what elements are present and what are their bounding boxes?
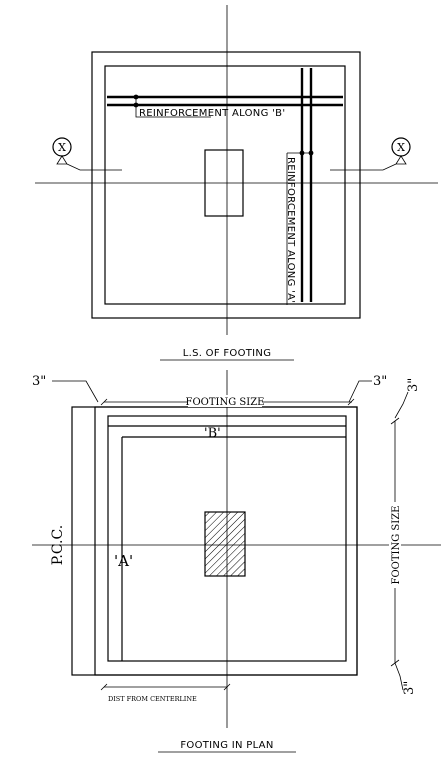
section-marker-left-label: X — [58, 141, 66, 154]
dim-tick-dist-right — [223, 683, 231, 691]
plan-label-b: 'B' — [204, 426, 221, 441]
dim-tick-dist-left — [100, 683, 108, 691]
footing-inner-outline — [104, 65, 346, 305]
dist-from-centerline-label: DIST FROM CENTERLINE — [108, 695, 197, 703]
section-marker-left-leader — [66, 163, 122, 171]
section-marker-right-leader — [330, 163, 397, 171]
section-marker-right-arrow — [395, 155, 407, 165]
pcc-label: P.C.C. — [50, 525, 66, 565]
dim-offset-right-leader — [348, 380, 372, 403]
footing-outer-outline — [91, 51, 361, 319]
footing-inner-edge — [107, 415, 347, 662]
dim-text-mask-top — [188, 395, 262, 407]
footing-size-side-label: FOOTING SIZE — [391, 506, 402, 585]
leader-line-b — [135, 97, 211, 118]
ls-section-title: L.S. OF FOOTING — [183, 348, 272, 359]
dim-text-mask-side — [389, 502, 401, 588]
dim-offset-side-top-label: 3" — [406, 378, 421, 392]
dim-offset-left-label: 3" — [32, 374, 46, 389]
plan-title: FOOTING IN PLAN — [180, 740, 273, 751]
section-marker-left: X — [52, 137, 122, 171]
section-marker-right-label: X — [397, 141, 405, 154]
dim-tick-side-top — [390, 417, 400, 425]
footing-in-plan-view: 'B' 'A' FOOTING SIZE 3" 3" FOOTING SIZE … — [32, 370, 441, 753]
label-reinforcement-along-b: REINFORCEMENT ALONG 'B' — [139, 108, 285, 119]
column-hatched — [204, 511, 246, 577]
plan-label-a: 'A' — [114, 552, 133, 570]
dim-tick-top-right — [347, 398, 355, 406]
ls-of-footing-view: REINFORCEMENT ALONG 'B' REINFORCEMENT AL… — [35, 5, 438, 361]
dim-offset-side-top-leader — [394, 391, 409, 419]
column-outline — [204, 149, 244, 217]
dim-offset-left-leader — [52, 380, 99, 403]
footing-size-top-label: FOOTING SIZE — [186, 397, 265, 408]
dim-offset-side-bottom-leader — [394, 662, 404, 691]
dim-tick-top-left — [100, 398, 108, 406]
section-marker-right: X — [330, 137, 411, 171]
dim-offset-side-bottom-label: 3" — [402, 681, 417, 695]
label-reinforcement-along-a: REINFORCEMENT ALONG 'A' — [285, 157, 296, 303]
section-marker-left-arrow — [56, 155, 68, 165]
dim-offset-right-label: 3" — [373, 374, 387, 389]
